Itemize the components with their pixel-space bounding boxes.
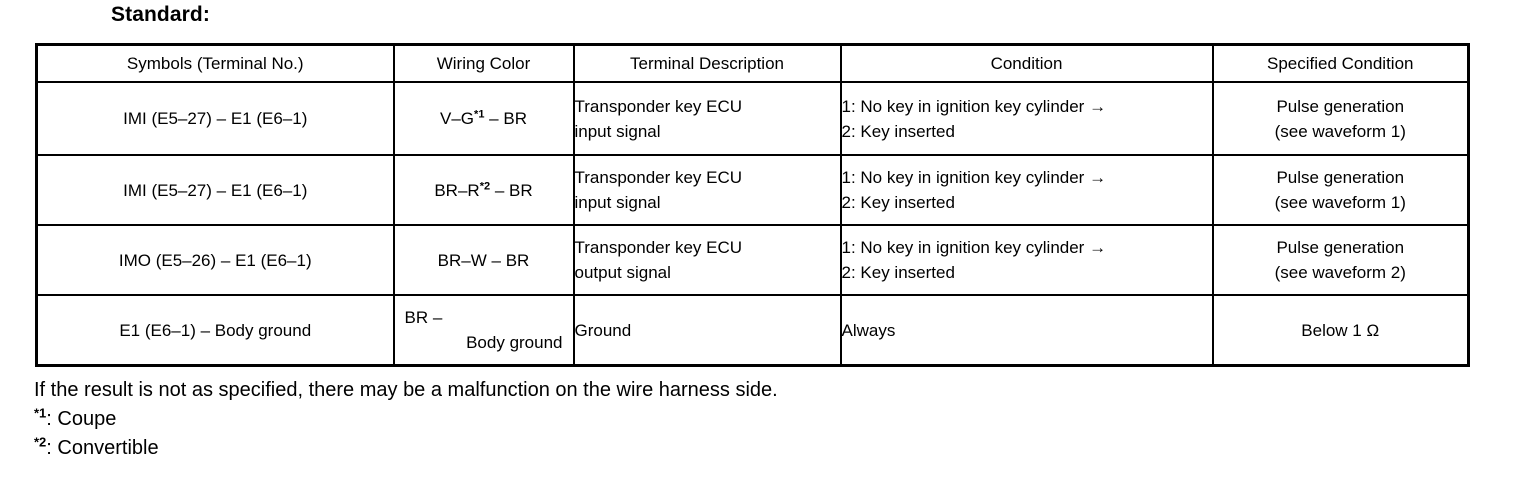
condition-line-1: 1: No key in ignition key cylinder →	[841, 168, 1107, 187]
cell-wiring-color: BR–R*2 – BR	[392, 154, 575, 226]
condition-line-2: 2: Key inserted	[841, 121, 955, 141]
condition-lines: 1: No key in ignition key cylinder → 2: …	[842, 165, 1212, 215]
wiring-color-post: – BR	[484, 109, 527, 128]
column-header-condition: Condition	[839, 43, 1214, 83]
terminal-description-lines: Transponder key ECU input signal	[575, 94, 840, 144]
specified-condition-lines: Pulse generation (see waveform 2)	[1214, 235, 1468, 285]
cell-terminal-description: Transponder key ECU output signal	[572, 224, 842, 296]
table-row: IMO (E5–26) – E1 (E6–1) BR–W – BR Transp…	[35, 224, 1470, 296]
terminal-description-line-2: output signal	[574, 263, 671, 282]
table-row: E1 (E6–1) – Body ground BR – Body ground…	[35, 294, 1470, 367]
notes-block: If the result is not as specified, there…	[34, 376, 778, 463]
cell-specified-condition: Pulse generation (see waveform 1)	[1211, 81, 1470, 156]
condition-line-1: 1: No key in ignition key cylinder →	[841, 96, 1107, 116]
table-header: Symbols (Terminal No.) Wiring Color Term…	[35, 43, 1470, 83]
condition-line-2: 2: Key inserted	[841, 263, 955, 282]
cell-symbols: IMI (E5–27) – E1 (E6–1)	[35, 154, 395, 226]
cell-specified-condition: Pulse generation (see waveform 2)	[1211, 224, 1470, 296]
cell-wiring-color: BR–W – BR	[392, 224, 575, 296]
specified-condition-line-2: (see waveform 1)	[1274, 193, 1406, 212]
table-header-row: Symbols (Terminal No.) Wiring Color Term…	[35, 43, 1470, 83]
cell-wiring-color: BR – Body ground	[392, 294, 575, 367]
cell-terminal-description: Transponder key ECU input signal	[572, 154, 842, 226]
wiring-color-pre: BR–W – BR	[437, 250, 530, 270]
page-title: Standard:	[111, 3, 210, 26]
terminal-description-line-1: Transponder key ECU	[574, 238, 743, 257]
wiring-color-pre: BR –	[404, 308, 443, 327]
specified-condition-line-1: Pulse generation	[1276, 238, 1405, 257]
cell-condition: Always	[839, 294, 1214, 367]
wiring-color-pre: V–G	[440, 109, 475, 128]
terminal-description-line-1: Transponder key ECU	[574, 96, 743, 116]
column-header-specified-condition: Specified Condition	[1211, 43, 1470, 83]
column-header-symbols: Symbols (Terminal No.)	[35, 43, 395, 83]
footnote-1-marker-icon: *1	[34, 405, 47, 421]
cell-wiring-color: V–G*1 – BR	[392, 81, 575, 156]
cell-specified-condition: Pulse generation (see waveform 1)	[1211, 154, 1470, 226]
footnote-2-text: : Convertible	[46, 437, 159, 459]
footnote-1-text: : Coupe	[46, 408, 117, 430]
terminal-description-line-2: input signal	[574, 193, 661, 212]
footnote-1: *1: Coupe	[34, 405, 778, 434]
terminal-description-lines: Transponder key ECU input signal	[575, 165, 840, 215]
cell-symbols: E1 (E6–1) – Body ground	[35, 294, 395, 367]
cell-condition: 1: No key in ignition key cylinder → 2: …	[839, 154, 1214, 226]
table-row: IMI (E5–27) – E1 (E6–1) BR–R*2 – BR Tran…	[35, 154, 1470, 226]
condition-lines: 1: No key in ignition key cylinder → 2: …	[842, 235, 1212, 285]
footnote-2: *2: Convertible	[34, 434, 778, 463]
specified-condition-line-2: (see waveform 1)	[1274, 121, 1406, 141]
cell-symbols: IMI (E5–27) – E1 (E6–1)	[35, 81, 395, 156]
footnote-2-marker-icon: *2	[34, 434, 47, 450]
cell-condition: 1: No key in ignition key cylinder → 2: …	[839, 81, 1214, 156]
footnote-marker-icon: *1	[474, 108, 485, 121]
cell-terminal-description: Ground	[572, 294, 842, 367]
standard-table: Symbols (Terminal No.) Wiring Color Term…	[35, 43, 1470, 367]
specified-condition-line-1: Pulse generation	[1276, 96, 1405, 116]
cell-symbols: IMO (E5–26) – E1 (E6–1)	[35, 224, 395, 296]
wiring-color-post: Body ground	[466, 333, 563, 352]
terminal-description-lines: Transponder key ECU output signal	[575, 235, 840, 285]
specified-condition-line-2: (see waveform 2)	[1274, 263, 1406, 282]
terminal-description-line-1: Transponder key ECU	[574, 168, 743, 187]
condition-line-2: 2: Key inserted	[841, 193, 955, 212]
table-row: IMI (E5–27) – E1 (E6–1) V–G*1 – BR Trans…	[35, 81, 1470, 156]
footnote-marker-icon: *2	[479, 179, 491, 192]
condition-line-1: 1: No key in ignition key cylinder →	[841, 238, 1107, 257]
column-header-wiring-color: Wiring Color	[392, 43, 575, 83]
result-note: If the result is not as specified, there…	[34, 379, 778, 401]
specified-condition-lines: Pulse generation (see waveform 1)	[1214, 94, 1468, 144]
wiring-color-pre: BR–R	[434, 180, 480, 200]
condition-lines: 1: No key in ignition key cylinder → 2: …	[842, 94, 1212, 144]
cell-condition: 1: No key in ignition key cylinder → 2: …	[839, 224, 1214, 296]
wiring-color-ground-lines: BR – Body ground	[395, 305, 573, 355]
column-header-terminal-description: Terminal Description	[572, 43, 842, 83]
cell-specified-condition: Below 1 Ω	[1211, 294, 1470, 367]
cell-terminal-description: Transponder key ECU input signal	[572, 81, 842, 156]
table-body: IMI (E5–27) – E1 (E6–1) V–G*1 – BR Trans…	[35, 81, 1470, 367]
specified-condition-line-1: Pulse generation	[1276, 168, 1405, 187]
terminal-description-line-2: input signal	[574, 121, 661, 141]
wiring-color-post: – BR	[490, 180, 533, 200]
specified-condition-lines: Pulse generation (see waveform 1)	[1214, 165, 1468, 215]
